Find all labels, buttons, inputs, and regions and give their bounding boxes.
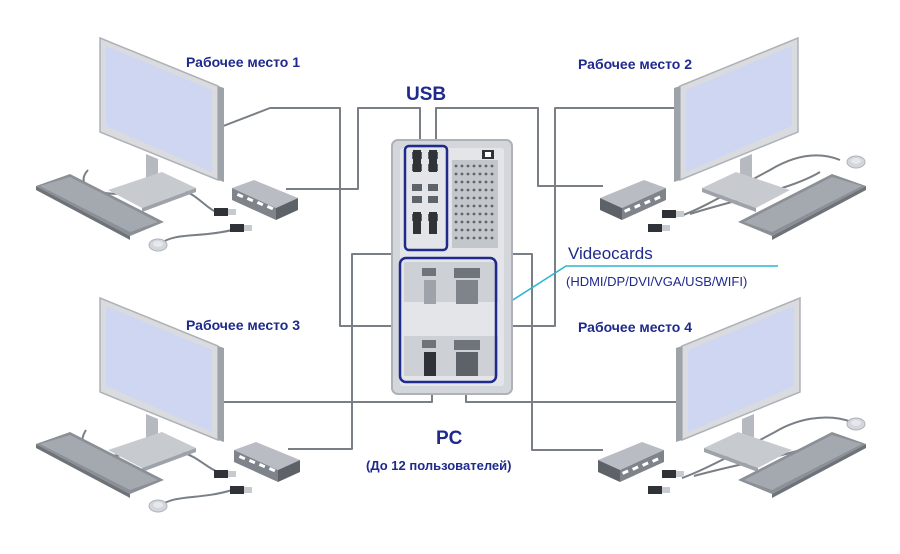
workplace-4-label: Рабочее место 4 (578, 319, 693, 335)
usb-plug-icon (662, 470, 684, 478)
usb-plug-icon (230, 224, 252, 232)
pc-label: PC (436, 428, 463, 449)
videocards-highlight (398, 256, 498, 384)
pc-tower-icon (391, 139, 513, 395)
videocards-types-label: (HDMI/DP/DVI/VGA/USB/WIFI) (566, 274, 748, 289)
workplace-2-label: Рабочее место 2 (578, 56, 693, 72)
workplace-1-label: Рабочее место 1 (186, 54, 301, 70)
usb-plug-icon (214, 470, 236, 478)
videocards-label: Videocards (568, 244, 653, 263)
usb-plug-icon (214, 208, 236, 216)
monitor-icon (675, 297, 801, 473)
usb-label: USB (406, 84, 447, 105)
mouse-icon (846, 155, 866, 169)
videocards-callout-line (493, 265, 778, 313)
workplace-3-label: Рабочее место 3 (186, 317, 301, 333)
mouse-icon (846, 417, 866, 431)
usb-plug-icon (230, 486, 252, 494)
pc-users-label: (До 12 пользователей) (366, 458, 512, 473)
mouse-icon (148, 238, 168, 252)
usb-ports-highlight (403, 144, 449, 252)
usb-hub-icon (232, 180, 298, 220)
usb-plug-icon (648, 224, 670, 232)
usb-plug-icon (662, 210, 684, 218)
usb-plug-icon (648, 486, 670, 494)
mouse-icon (148, 499, 168, 513)
usb-hub-icon (600, 180, 666, 220)
usb-hub-icon (598, 442, 664, 482)
monitor-icon (673, 37, 799, 213)
